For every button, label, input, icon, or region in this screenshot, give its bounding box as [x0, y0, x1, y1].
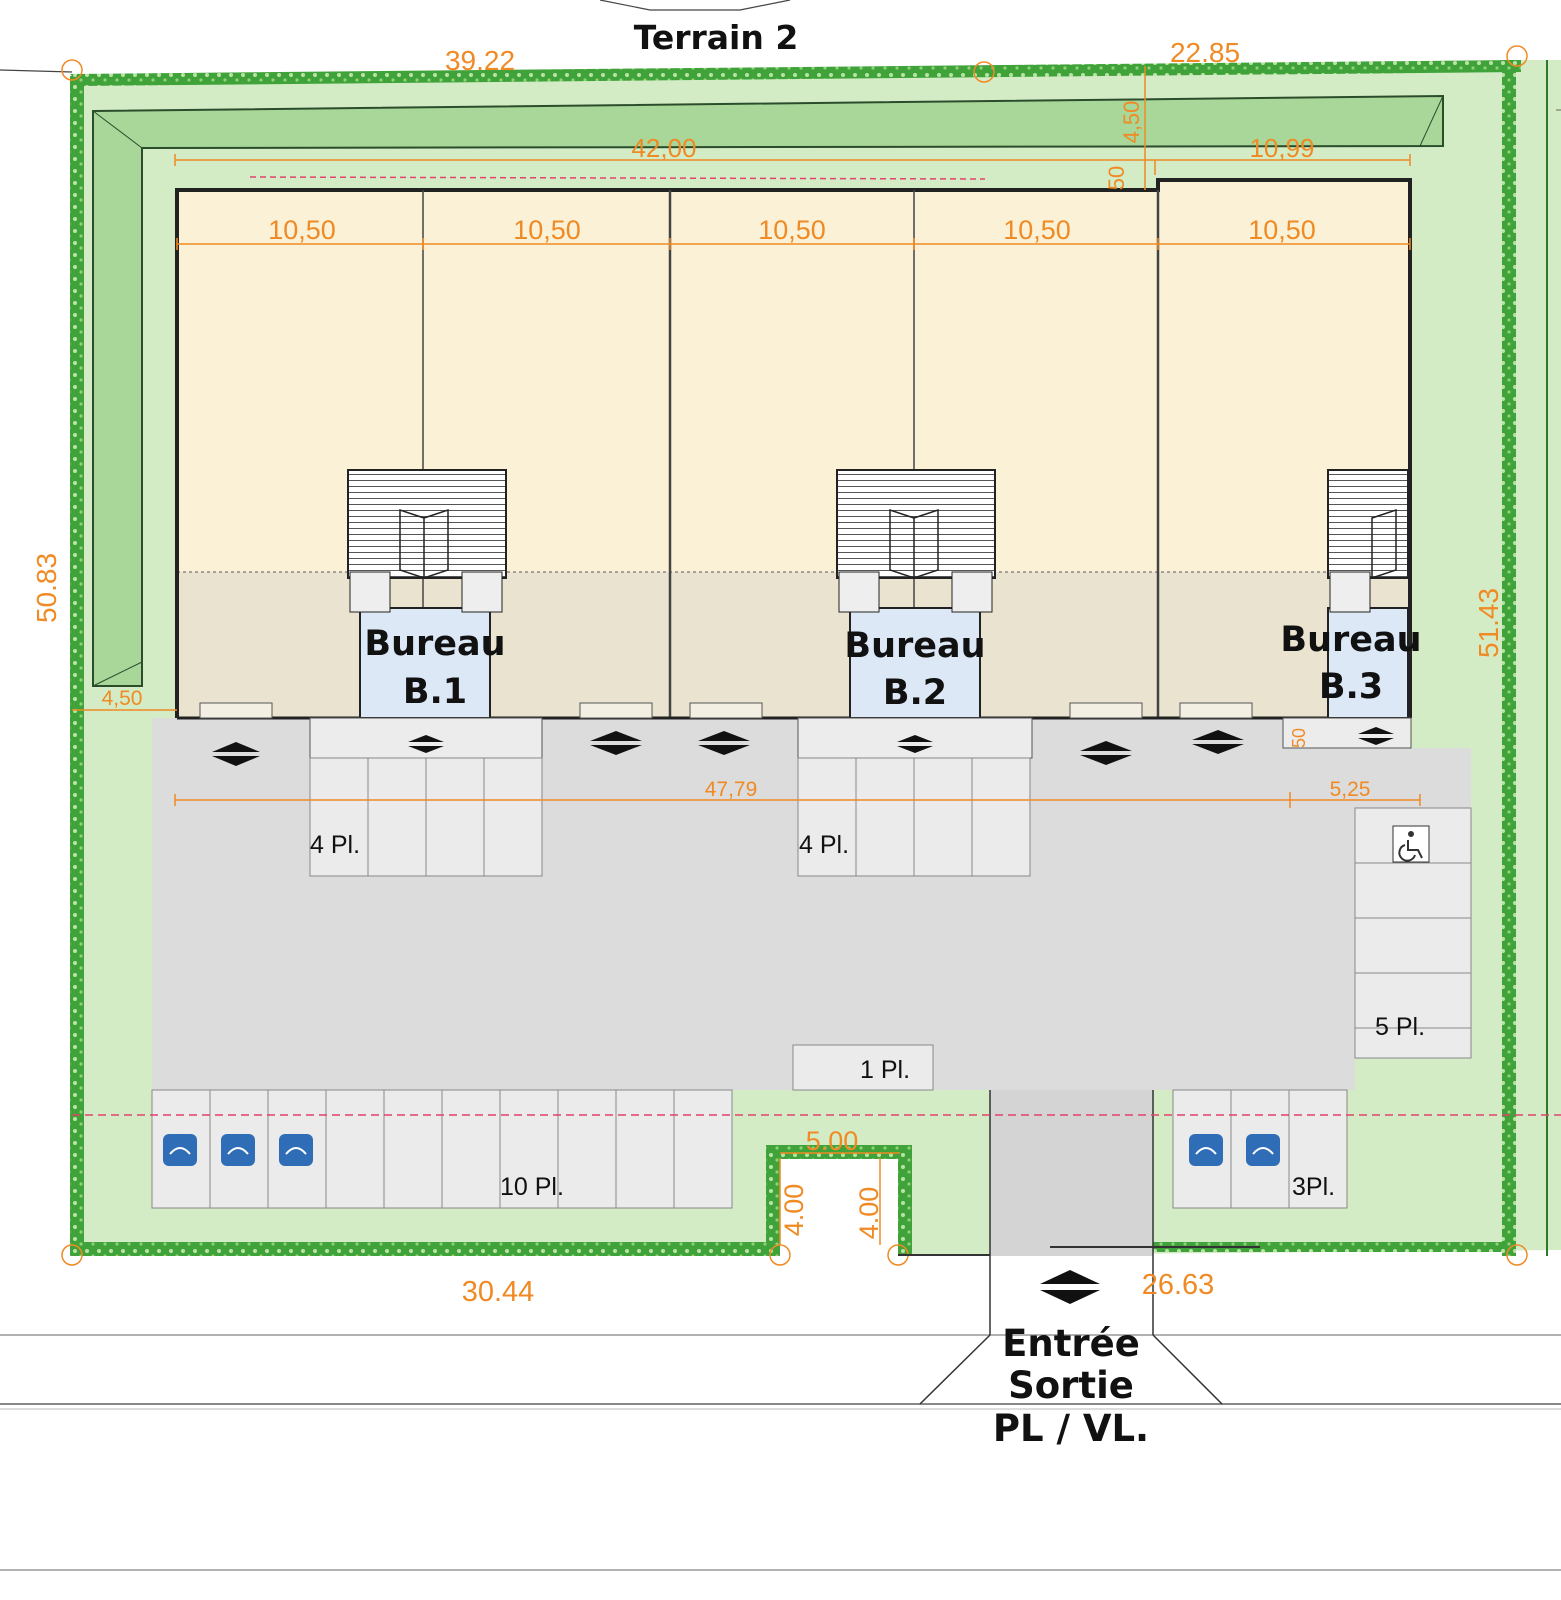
dim-setback-left: 4,50: [102, 687, 143, 710]
dim-building-width: 42,00: [631, 133, 696, 163]
entrance-depth-left: 4.00: [779, 1184, 809, 1237]
dimension-lines: [72, 66, 1420, 1245]
office-b3-line1: Bureau: [1280, 620, 1421, 660]
office-b1-line2: B.1: [403, 672, 467, 712]
ev-charging-icon: [1189, 1134, 1223, 1166]
entrance-width: 5.00: [806, 1126, 859, 1156]
office-b1: [347, 469, 507, 719]
dim-corner-small: 50: [1289, 728, 1309, 748]
dim-bay-4: 10,50: [1003, 215, 1071, 245]
ev-charging-icon: [279, 1134, 313, 1166]
dim-bay-5: 10,50: [1248, 215, 1316, 245]
parking-label-a: 4 Pl.: [310, 831, 360, 859]
dim-setback-small: 50: [1104, 166, 1129, 190]
parking-label-d: 1 Pl.: [860, 1056, 910, 1084]
dim-right: 51.43: [1473, 588, 1504, 658]
entrance-label-2: Sortie: [1008, 1364, 1134, 1407]
terrain-label: Terrain 2: [634, 18, 799, 57]
dim-top-right: 22.85: [1170, 37, 1240, 68]
dimension-ticks: [174, 154, 1421, 806]
parking-label-c: 5 Pl.: [1375, 1013, 1425, 1041]
dim-bottom-left: 30.44: [462, 1276, 535, 1308]
dim-setback-top: 4,50: [1119, 101, 1144, 144]
office-b1-line1: Bureau: [364, 624, 505, 664]
dim-top-left: 39.22: [445, 45, 515, 76]
ev-charging-icon: [163, 1134, 197, 1166]
dim-yard-extra: 5,25: [1330, 778, 1371, 801]
dim-bay-1: 10,50: [268, 215, 336, 245]
office-b2-line2: B.2: [883, 673, 947, 713]
dim-bay-3: 10,50: [758, 215, 826, 245]
dim-bottom-right: 26.63: [1142, 1269, 1215, 1301]
entrance-depth-right: 4.00: [854, 1187, 884, 1240]
parking-label-b: 4 Pl.: [799, 831, 849, 859]
dim-annex-width: 10,99: [1249, 133, 1314, 163]
entrance-label-1: Entrée: [1002, 1322, 1140, 1365]
parking-stalls: [151, 757, 1472, 1209]
office-b2-line1: Bureau: [844, 626, 985, 666]
dim-left: 50.83: [31, 553, 62, 623]
ev-charging-icons: [163, 1134, 1280, 1166]
dim-yard-length: 47,79: [705, 778, 758, 801]
ev-charging-icon: [221, 1134, 255, 1166]
direction-arrows: [212, 727, 1394, 1304]
office-b3-line2: B.3: [1319, 667, 1383, 707]
parking-label-e: 10 Pl.: [500, 1173, 564, 1201]
corner-markers: [61, 45, 1528, 1266]
parking-label-f: 3Pl.: [1292, 1173, 1335, 1201]
ev-charging-icon: [1246, 1134, 1280, 1166]
entrance-label-3: PL / VL.: [993, 1407, 1149, 1450]
hedge: [70, 60, 1561, 1256]
office-b3: [1327, 469, 1409, 719]
accessible-parking-icon: [1392, 825, 1430, 863]
dim-bay-2: 10,50: [513, 215, 581, 245]
office-b2: [836, 469, 996, 719]
